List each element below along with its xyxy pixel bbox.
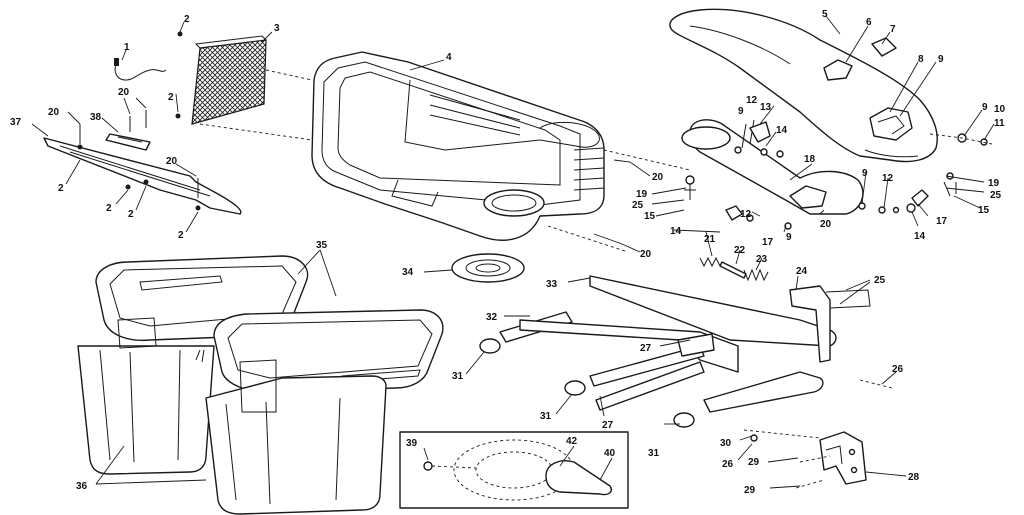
callout-12: 12 xyxy=(882,173,894,184)
callout-20: 20 xyxy=(166,156,178,167)
wire-harness xyxy=(114,58,167,81)
callout-20: 20 xyxy=(640,249,652,260)
bag-frames xyxy=(95,255,444,393)
callout-10: 10 xyxy=(994,104,1006,115)
callout-19: 19 xyxy=(988,178,1000,189)
chute-deflector xyxy=(681,119,864,215)
callout-39: 39 xyxy=(406,438,418,449)
gasket xyxy=(451,253,525,283)
callout-31: 31 xyxy=(648,448,660,459)
leader-lines xyxy=(31,15,995,489)
callout-15: 15 xyxy=(978,205,990,216)
bagger-housing xyxy=(311,51,605,241)
callout-12: 12 xyxy=(746,95,758,106)
grass-bags xyxy=(77,317,387,515)
callout-32: 32 xyxy=(486,312,498,323)
callout-17: 17 xyxy=(762,237,774,248)
callout-14: 14 xyxy=(776,125,788,136)
callout-14: 14 xyxy=(670,226,682,237)
latch-hardware xyxy=(684,119,993,230)
callout-9: 9 xyxy=(938,54,944,65)
callout-25: 25 xyxy=(990,190,1002,201)
callout-35: 35 xyxy=(316,240,328,251)
callout-12: 12 xyxy=(740,209,752,220)
callout-9: 9 xyxy=(786,232,792,243)
callout-30: 30 xyxy=(720,438,732,449)
callout-31: 31 xyxy=(540,411,552,422)
callout-34: 34 xyxy=(402,267,414,278)
callout-25: 25 xyxy=(874,275,886,286)
callout-36: 36 xyxy=(76,481,88,492)
callout-13: 13 xyxy=(760,102,772,113)
callout-4: 4 xyxy=(446,52,452,63)
support-frame xyxy=(479,275,893,428)
callout-40: 40 xyxy=(604,448,616,459)
mesh-screen xyxy=(191,35,267,125)
callout-labels: 1 2 2 2 2 2 2 3 4 5 6 7 8 9 9 9 9 9 10 1… xyxy=(10,9,1006,496)
callout-9: 9 xyxy=(982,102,988,113)
callout-2: 2 xyxy=(178,230,184,241)
inset-detail xyxy=(399,431,629,509)
callout-21: 21 xyxy=(704,234,716,245)
callout-2: 2 xyxy=(106,203,112,214)
callout-26: 26 xyxy=(892,364,904,375)
callout-27: 27 xyxy=(640,343,652,354)
callout-29: 29 xyxy=(744,485,756,496)
callout-20: 20 xyxy=(652,172,664,183)
callout-31: 31 xyxy=(452,371,464,382)
callout-26: 26 xyxy=(722,459,734,470)
callout-7: 7 xyxy=(890,24,896,35)
callout-14: 14 xyxy=(914,231,926,242)
callout-5: 5 xyxy=(822,9,828,20)
callout-1: 1 xyxy=(124,42,130,53)
callout-20: 20 xyxy=(48,107,60,118)
callout-23: 23 xyxy=(756,254,768,265)
mounting-bracket xyxy=(43,31,242,215)
callout-11: 11 xyxy=(994,118,1005,129)
callout-15: 15 xyxy=(644,211,656,222)
callout-18: 18 xyxy=(804,154,816,165)
callout-2: 2 xyxy=(184,14,190,25)
callout-19: 19 xyxy=(636,189,648,200)
callout-3: 3 xyxy=(274,23,280,34)
callout-24: 24 xyxy=(796,266,808,277)
top-cover xyxy=(669,8,938,163)
callout-9: 9 xyxy=(862,168,868,179)
callout-8: 8 xyxy=(918,54,924,65)
callout-2: 2 xyxy=(128,209,134,220)
springs-and-rod xyxy=(699,256,769,282)
hitch-bracket xyxy=(743,429,867,489)
callout-38: 38 xyxy=(90,112,102,123)
callout-42: 42 xyxy=(566,436,578,447)
callout-6: 6 xyxy=(866,17,872,28)
callout-2: 2 xyxy=(168,92,174,103)
callout-28: 28 xyxy=(908,472,920,483)
callout-22: 22 xyxy=(734,245,746,256)
callout-20: 20 xyxy=(820,219,832,230)
callout-25: 25 xyxy=(632,200,644,211)
callout-29: 29 xyxy=(748,457,760,468)
callout-17: 17 xyxy=(936,216,948,227)
callout-20: 20 xyxy=(118,87,130,98)
callout-9: 9 xyxy=(738,106,744,117)
callout-2: 2 xyxy=(58,183,64,194)
callout-37: 37 xyxy=(10,117,22,128)
callout-27: 27 xyxy=(602,420,614,431)
callout-33: 33 xyxy=(546,279,558,290)
